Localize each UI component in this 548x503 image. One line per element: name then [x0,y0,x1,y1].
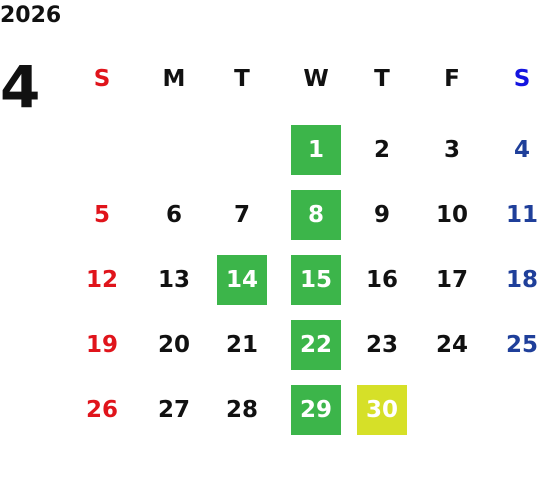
calendar-day[interactable]: 9 [373,202,390,228]
weekday-header: T [374,66,390,92]
calendar-day[interactable]: 2 [373,137,390,163]
weekday-header: F [444,66,460,92]
calendar-day[interactable]: 21 [225,332,258,358]
calendar-day[interactable]: 1 [291,125,341,175]
calendar-day[interactable]: 12 [85,267,118,293]
month-number: 4 [0,53,41,121]
calendar-day[interactable]: 6 [165,202,182,228]
calendar-day[interactable]: 5 [93,202,110,228]
calendar-day[interactable]: 13 [157,267,190,293]
weekday-header: W [303,66,329,92]
calendar-day[interactable]: 18 [505,267,538,293]
weekday-header: T [234,66,250,92]
weekday-header: M [162,66,186,92]
calendar-day[interactable]: 10 [435,202,468,228]
calendar-day[interactable]: 15 [291,255,341,305]
calendar-day[interactable]: 26 [85,397,118,423]
calendar-day[interactable]: 3 [443,137,460,163]
calendar-day[interactable]: 22 [291,320,341,370]
calendar-day[interactable]: 27 [157,397,190,423]
calendar-day[interactable]: 28 [225,397,258,423]
calendar-day[interactable]: 8 [291,190,341,240]
calendar-day[interactable]: 25 [505,332,538,358]
calendar-day[interactable]: 24 [435,332,468,358]
calendar-day[interactable]: 4 [513,137,530,163]
calendar-day[interactable]: 17 [435,267,468,293]
calendar-day[interactable]: 14 [217,255,267,305]
calendar-day[interactable]: 30 [357,385,407,435]
weekday-header: S [513,66,531,92]
weekday-header: S [93,66,111,92]
calendar-day[interactable]: 20 [157,332,190,358]
calendar-day[interactable]: 23 [365,332,398,358]
calendar-day[interactable]: 19 [85,332,118,358]
year-label: 2026 [0,3,62,28]
calendar-day[interactable]: 11 [505,202,538,228]
calendar-day[interactable]: 29 [291,385,341,435]
calendar-day[interactable]: 16 [365,267,398,293]
calendar-day[interactable]: 7 [233,202,250,228]
